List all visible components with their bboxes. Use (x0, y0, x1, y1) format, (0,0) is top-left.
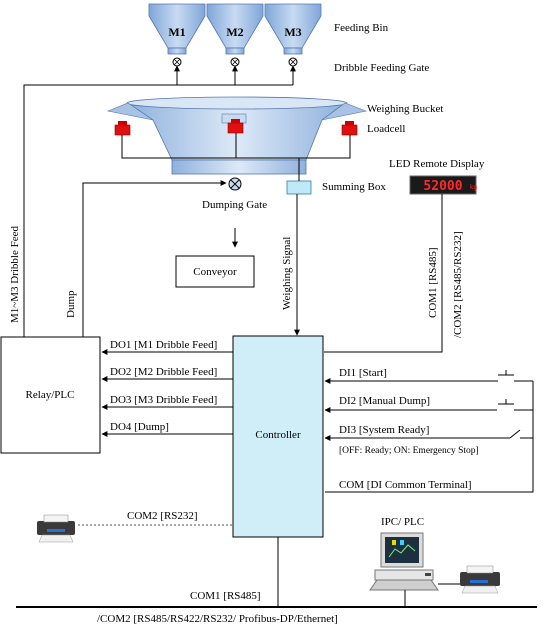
gate-valve-icon (230, 57, 240, 80)
summing-box-label: Summing Box (322, 181, 386, 193)
loadcells (114, 119, 358, 136)
weighing-bucket-label: Weighing Bucket (367, 103, 443, 115)
di-common-line (325, 381, 534, 493)
di-common-label: COM [DI Common Terminal] (339, 479, 472, 491)
bin-m1: M1 (148, 3, 206, 55)
led-remote-display: 52000 kg (409, 175, 477, 195)
do1-label: DO1 [M1 Dribble Feed] (110, 339, 217, 351)
weighing-signal-label: Weighing Signal (281, 237, 293, 310)
led-display-label: LED Remote Display (389, 158, 485, 170)
summing-box (286, 180, 312, 195)
do2-label: DO2 [M2 Dribble Feed] (110, 366, 217, 378)
gate-valve-icon (288, 57, 298, 80)
do4-label: DO4 [Dump] (110, 421, 169, 433)
bin-label-m3: M3 (284, 25, 301, 39)
feeding-bins: M1 M2 M3 (148, 3, 322, 55)
com2-rs232-label: COM2 [RS232] (127, 510, 198, 522)
dribble-feed-vertical-label: M1~M3 Dribble Feed (9, 226, 21, 323)
do3-label: DO3 [M3 Dribble Feed] (110, 394, 217, 406)
di1-label: DI1 [Start] (339, 367, 387, 379)
controller-label: Controller (255, 429, 301, 441)
dump-vertical-label: Dump (65, 290, 77, 318)
controller-box (232, 335, 324, 538)
conveyor-label: Conveyor (193, 266, 237, 278)
relay-plc-box (0, 336, 101, 454)
gate-valve-icon (172, 57, 182, 80)
dumping-gate-label: Dumping Gate (202, 199, 267, 211)
dribble-feed-line (23, 84, 293, 337)
led-unit: kg (470, 184, 477, 191)
weighing-bucket (106, 96, 368, 175)
bin-m2: M2 (206, 3, 264, 55)
dump-line (82, 180, 227, 337)
loadcell-icon (114, 121, 131, 136)
digital-inputs: DI1 [Start] DI2 [Manual Dump] DI3 [Syste… (324, 367, 534, 493)
ipc-plc-label: IPC/ PLC (381, 516, 424, 528)
relay-plc-label: Relay/PLC (26, 389, 75, 401)
start-switch-icon (497, 370, 533, 382)
printer-icon (37, 514, 75, 543)
led-value: 52000 (423, 179, 462, 194)
bin-m3: M3 (264, 3, 322, 55)
dumping-gate-valve-icon (228, 177, 242, 191)
di2-label: DI2 [Manual Dump] (339, 395, 430, 407)
com2-rs485-232-vertical: /COM2 [RS485/RS232] (452, 231, 464, 338)
printer-icon (460, 565, 500, 594)
loadcell-label: Loadcell (367, 123, 405, 135)
bin-label-m2: M2 (226, 25, 243, 39)
ipc-computer-icon (369, 532, 439, 591)
manual-dump-switch-icon (498, 399, 533, 411)
feeding-bin-label: Feeding Bin (334, 22, 389, 34)
com1-display-line (324, 194, 443, 353)
di3-label: DI3 [System Ready] (339, 424, 429, 436)
system-ready-switch-icon (509, 429, 533, 439)
conveyor-box (175, 255, 255, 288)
digital-outputs: DO1 [M1 Dribble Feed] DO2 [M2 Dribble Fe… (101, 339, 233, 437)
com1-rs485-vertical: COM1 [RS485] (427, 247, 439, 318)
com1-rs485-label: COM1 [RS485] (190, 590, 261, 602)
dribble-gate-label: Dribble Feeding Gate (334, 62, 429, 74)
loadcell-icon (341, 121, 358, 136)
bin-label-m1: M1 (168, 25, 185, 39)
di3-note: [OFF: Ready; ON: Emergency Stop] (339, 446, 479, 456)
bus-label: /COM2 [RS485/RS422/RS232/ Profibus-DP/Et… (97, 613, 338, 625)
dribble-gates (172, 57, 298, 80)
